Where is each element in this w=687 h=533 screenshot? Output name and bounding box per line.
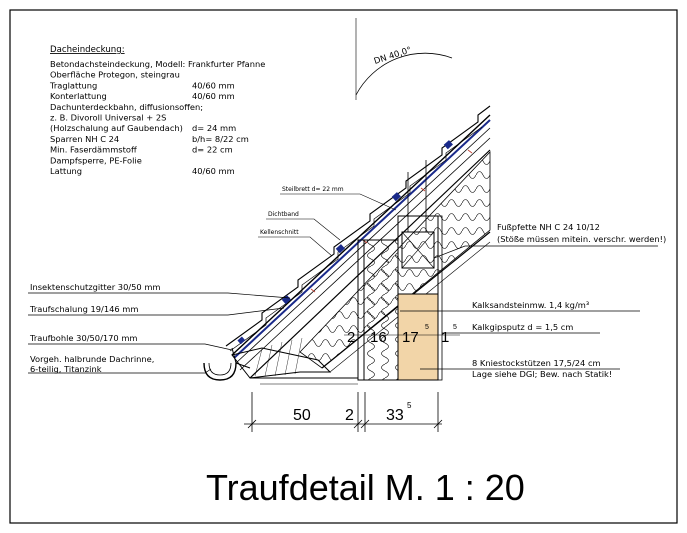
roof-membrane	[233, 119, 491, 359]
spec-line-value: 40/60 mm	[192, 166, 235, 176]
label-stuetzen-note: Lage siehe DGl; Bew. nach Statik!	[472, 369, 612, 379]
roof-tiles	[225, 105, 491, 347]
spec-line-label: Lattung	[50, 166, 82, 176]
leaders-small	[258, 193, 397, 257]
spec-line-value: 40/60 mm	[192, 91, 235, 101]
drawing-frame	[9, 9, 678, 524]
gutter	[203, 347, 251, 381]
wall-dimensions: 2 16 17 5 1 5	[344, 324, 460, 346]
wall-dim-4: 1	[441, 329, 449, 346]
wall-insulation	[363, 239, 399, 381]
label-kalksandstein: Kalksandsteinmw. 1,4 kg/m³	[472, 300, 589, 310]
wall-dim-1: 2	[347, 329, 355, 346]
spec-line-label: Traglattung	[49, 80, 97, 90]
wall-dim-3: 17	[402, 329, 419, 346]
spec-line-label: Min. Faserdämmstoff	[50, 145, 137, 155]
dim-50: 50	[293, 407, 311, 424]
dimension-chain	[244, 392, 443, 432]
label-traufschalung: Traufschalung 19/146 mm	[29, 304, 138, 314]
spec-line-label: (Holzschalung auf Gaubendach)	[50, 123, 183, 133]
wall-dim-3-sup: 5	[425, 324, 429, 331]
kniestock-post	[397, 293, 439, 381]
label-stuetzen: 8 Kniestockstützen 17,5/24 cm	[472, 358, 601, 368]
wall-dim-2: 16	[370, 329, 387, 346]
dim-33: 33	[386, 407, 404, 424]
label-dichtband: Dichtband	[268, 211, 299, 218]
roof-pitch: DN 40,0°	[355, 18, 453, 100]
leaders-right	[400, 245, 658, 370]
label-fusspfette: Fußpfette NH C 24 10/12	[497, 222, 600, 232]
leaders-left	[28, 292, 291, 374]
label-insektenschutz: Insektenschutzgitter 30/50 mm	[30, 282, 161, 292]
wall-section	[357, 160, 443, 381]
spec-line-label: Dachunterdeckbahn, diffusionsoffen;	[50, 102, 203, 112]
spec-line-value: 40/60 mm	[192, 80, 235, 90]
label-traufbohle: Traufbohle 30/50/170 mm	[29, 333, 138, 343]
label-steilbrett: Steilbrett d= 22 mm	[282, 186, 344, 193]
tile-battens	[237, 140, 453, 345]
wall-dim-4-sup: 5	[453, 324, 457, 331]
spec-line-label: Betondachsteindeckung, Modell: Frankfurt…	[50, 59, 265, 69]
foot-purlin	[401, 231, 435, 269]
spec-line-label: Konterlattung	[50, 91, 107, 101]
label-fusspfette-note: (Stöße müssen mitein. verschr. werden!)	[497, 234, 666, 244]
dim-33-sup: 5	[407, 401, 412, 410]
dim-2: 2	[345, 407, 354, 424]
spec-lines: Betondachsteindeckung, Modell: Frankfurt…	[49, 59, 265, 176]
label-dachrinne-2: 6-teilig, Titanzink	[30, 364, 102, 374]
spec-line-value: b/h= 8/22 cm	[192, 134, 249, 144]
spec-line-label: Sparren NH C 24	[50, 134, 119, 144]
roof-pitch-label: DN 40,0°	[373, 45, 413, 66]
spec-line-value: d= 24 mm	[192, 123, 236, 133]
spec-line-label: z. B. Divoroll Universal + 2S	[50, 113, 166, 123]
spec-heading: Dacheindeckung:	[50, 45, 125, 55]
spec-line-value: d= 22 cm	[192, 145, 233, 155]
label-kehlenschnitt: Kellenschnitt	[260, 229, 299, 236]
drawing-title: Traufdetail M. 1 : 20	[206, 467, 525, 508]
spec-line-label: Dampfsperre, PE-Folie	[50, 155, 142, 165]
spec-block: Dacheindeckung: Betondachsteindeckung, M…	[49, 45, 265, 176]
label-dachrinne-1: Vorgeh. halbrunde Dachrinne,	[30, 354, 154, 364]
label-putz: Kalkgipsputz d = 1,5 cm	[472, 322, 573, 332]
spec-line-label: Oberfläche Protegon, steingrau	[50, 70, 180, 80]
